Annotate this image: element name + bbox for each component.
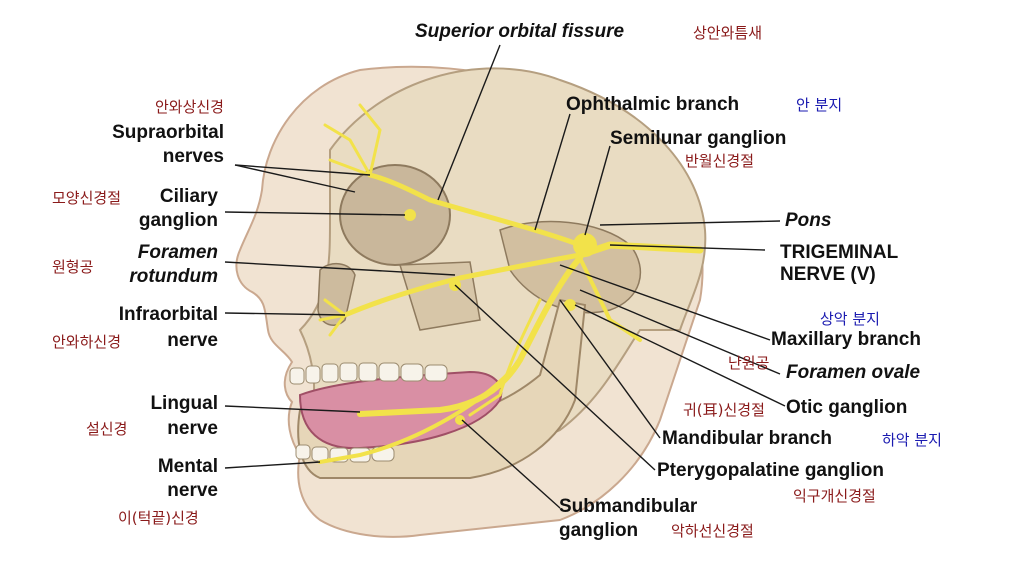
ko-maxillary-branch: 상악 분지 — [820, 310, 880, 328]
ko-mandibular-branch: 하악 분지 — [882, 431, 942, 449]
nasal-aperture — [317, 263, 356, 326]
label-supraorbital-line2: nerves — [162, 146, 224, 167]
ko-mental: 이(턱끝)신경 — [118, 509, 199, 527]
leader-lines — [224, 44, 786, 509]
label-ophthalmic-branch: Ophthalmic branch — [566, 94, 740, 115]
ko-ciliary: 모양신경절 — [52, 189, 122, 207]
ko-lingual: 설신경 — [86, 420, 128, 438]
submandibular-ganglion-shape — [455, 415, 465, 425]
ko-submandibular-ganglion: 악하선신경절 — [671, 522, 754, 540]
label-semilunar-ganglion: Semilunar ganglion — [610, 128, 787, 149]
ko-semilunar-ganglion: 반월신경절 — [685, 152, 755, 170]
label-ciliary-line2: ganglion — [138, 210, 218, 231]
ko-superior-orbital-fissure: 상안와틈새 — [693, 24, 763, 42]
label-foramen-rotundum-line2: rotundum — [129, 266, 218, 287]
ko-supraorbital: 안와상신경 — [154, 98, 224, 116]
label-foramen-rotundum-line1: Foramen — [137, 242, 218, 263]
ko-infraorbital: 안와하신경 — [52, 333, 122, 351]
label-mental-line2: nerve — [167, 480, 218, 501]
ko-ophthalmic-branch: 안 분지 — [796, 96, 843, 114]
label-ciliary-line1: Ciliary — [159, 186, 218, 207]
semilunar-ganglion-shape — [573, 233, 597, 257]
ko-otic-ganglion: 귀(耳)신경절 — [683, 401, 765, 419]
ciliary-ganglion-shape — [404, 209, 416, 221]
label-infraorbital-line1: Infraorbital — [118, 304, 218, 325]
ko-foramen-rotundum: 원형공 — [52, 258, 94, 276]
label-trigeminal-line2: NERVE (V) — [780, 264, 876, 285]
label-lingual-line1: Lingual — [150, 393, 218, 414]
label-infraorbital-line2: nerve — [167, 330, 218, 351]
label-foramen-ovale: Foramen ovale — [786, 362, 921, 383]
label-mandibular-branch: Mandibular branch — [662, 428, 832, 449]
upper-teeth — [289, 362, 448, 385]
label-otic-ganglion: Otic ganglion — [786, 397, 908, 418]
label-submandibular-line2: ganglion — [559, 520, 639, 541]
label-maxillary-branch: Maxillary branch — [771, 329, 921, 350]
otic-ganglion-shape — [564, 299, 576, 311]
label-submandibular-line1: Submandibular — [559, 496, 698, 517]
ko-pterygopalatine-ganglion: 익구개신경절 — [793, 487, 876, 505]
ko-foramen-ovale: 난원공 — [728, 354, 770, 372]
label-trigeminal-line1: TRIGEMINAL — [780, 242, 899, 263]
label-pons: Pons — [785, 210, 832, 231]
label-lingual-line2: nerve — [167, 418, 218, 439]
label-supraorbital-line1: Supraorbital — [112, 122, 224, 143]
label-mental-line1: Mental — [157, 456, 218, 477]
label-pterygopalatine-ganglion: Pterygopalatine ganglion — [657, 460, 884, 481]
label-superior-orbital-fissure: Superior orbital fissure — [415, 21, 625, 42]
